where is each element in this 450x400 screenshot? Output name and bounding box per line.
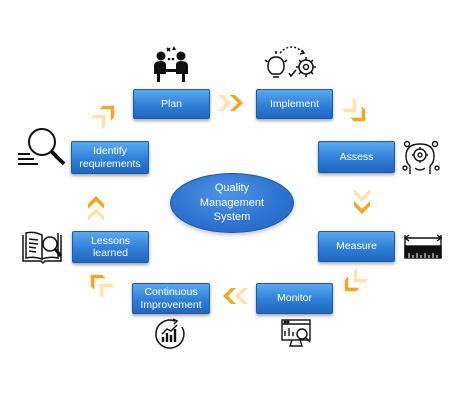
arrow-monitor-improvement xyxy=(223,288,248,304)
step-identify-requirements[interactable]: Identify requirements xyxy=(71,141,149,174)
monitor-chart-icon xyxy=(281,319,311,347)
step-assess[interactable]: Assess xyxy=(318,141,395,173)
arrow-implement-assess xyxy=(341,97,371,127)
step-identify-requirements-label: Identify requirements xyxy=(79,145,141,170)
step-continuous-improvement[interactable]: Continuous Improvement xyxy=(132,283,210,314)
step-assess-label: Assess xyxy=(339,150,374,163)
idea-gear-icon xyxy=(264,46,316,78)
analysis-head-icon xyxy=(402,140,440,174)
center-ellipse: Quality Management System xyxy=(170,173,294,233)
arrow-measure-monitor xyxy=(339,267,369,297)
step-lessons-learned[interactable]: Lessons learned xyxy=(72,231,149,263)
step-plan[interactable]: Plan xyxy=(133,89,210,119)
arrow-lessons-identify xyxy=(88,196,104,221)
ruler-icon xyxy=(403,234,443,259)
arrow-assess-measure xyxy=(354,189,370,214)
center-label: Quality Management System xyxy=(199,181,265,224)
book-magnifier-icon xyxy=(22,231,63,265)
step-monitor[interactable]: Monitor xyxy=(256,283,333,314)
arrow-identify-plan xyxy=(90,100,120,130)
step-plan-label: Plan xyxy=(160,97,182,110)
arrow-improvement-lessons xyxy=(85,269,115,299)
step-measure-label: Measure xyxy=(336,240,377,253)
arrow-plan-implement xyxy=(218,95,243,111)
growth-chart-icon xyxy=(155,318,185,349)
step-continuous-improvement-label: Continuous Improvement xyxy=(140,286,202,311)
step-lessons-learned-label: Lessons learned xyxy=(90,234,131,259)
step-implement-label: Implement xyxy=(269,97,320,110)
step-implement[interactable]: Implement xyxy=(256,89,333,119)
step-monitor-label: Monitor xyxy=(276,292,312,305)
team-meeting-icon xyxy=(154,46,188,82)
step-measure[interactable]: Measure xyxy=(318,231,395,262)
magnifier-icon xyxy=(18,128,66,166)
